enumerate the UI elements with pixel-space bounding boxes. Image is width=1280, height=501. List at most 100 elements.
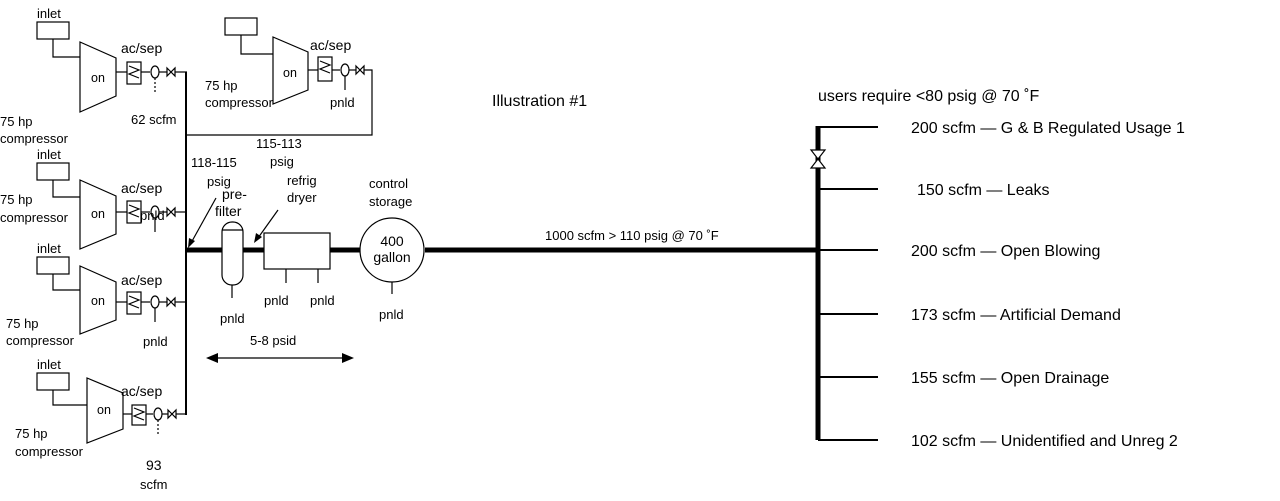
pressure-before-filter-value: 118-115	[191, 155, 237, 170]
prefilter-label-1: pre-	[222, 186, 247, 202]
storage-size-unit: gallon	[373, 249, 410, 265]
header-flow-label: 1000 scfm > 110 psig @ 70 ˚F	[545, 228, 719, 243]
compressor-rating: 75 hp	[205, 78, 238, 93]
prefilter-drain-label: pnld	[220, 311, 245, 326]
separator-label: ac/sep	[121, 383, 162, 399]
inlet-filter-box	[36, 256, 70, 275]
compressor-status: on	[283, 66, 297, 80]
compressor-unit-d: inlet on ac/sep 75 hp compressor pnld	[6, 241, 187, 349]
aftercooler-separator	[126, 61, 142, 85]
compressor-type: compressor	[0, 131, 69, 146]
inlet-filter-box	[36, 162, 70, 181]
inlet-label: inlet	[37, 147, 61, 162]
inlet-label: inlet	[37, 6, 61, 21]
dryer-drain-label-2: pnld	[310, 293, 335, 308]
pressure-pointer-arrow	[257, 209, 279, 239]
isolation-valve	[166, 66, 176, 78]
compressor-body	[79, 265, 117, 335]
compressor-rating: 75 hp	[6, 316, 39, 331]
inlet-filter-box	[224, 17, 258, 36]
users-requirement-note: users require <80 psig @ 70 ˚F	[818, 88, 1039, 105]
inlet-pipe	[52, 390, 87, 406]
dryer-label-2: dryer	[287, 190, 317, 205]
compressor-body	[79, 41, 117, 113]
compressor-rating: 75 hp	[15, 426, 48, 441]
compressor-unit-c: inlet on ac/sep 75 hp compressor pnld	[0, 147, 187, 250]
drain-label: pnld	[330, 95, 355, 110]
branch-label-unidentified: 102 scfm — Unidentified and Unreg 2	[911, 433, 1178, 450]
compressor-unit-b: on ac/sep 75 hp compressor pnld	[185, 17, 373, 136]
compressor-body	[272, 36, 309, 105]
isolation-valve	[355, 64, 365, 76]
storage-label-1: control	[369, 176, 408, 191]
arrowhead	[188, 238, 195, 248]
pressure-before-filter-unit: psig	[207, 174, 231, 189]
inlet-filter-box	[36, 21, 70, 40]
inlet-filter-box	[36, 372, 70, 391]
isolation-valve	[166, 206, 176, 218]
separator-label: ac/sep	[310, 37, 351, 53]
compressor-rating: 75 hp	[0, 114, 33, 129]
pressure-after-filter-unit: psig	[270, 154, 294, 169]
compressor-status: on	[91, 71, 105, 85]
prefilter-label-2: filter	[215, 203, 242, 219]
compressor-type: compressor	[205, 95, 274, 110]
branch-label-open-drainage: 155 scfm — Open Drainage	[911, 370, 1109, 387]
prefilter-body	[221, 221, 244, 286]
discharge-pipe	[185, 69, 373, 136]
aftercooler-separator	[317, 56, 333, 82]
arrowhead	[254, 233, 262, 243]
prefilter: pre- filter pnld	[215, 186, 247, 326]
isolation-valve	[167, 408, 177, 420]
drain-flow-unit: scfm	[140, 477, 167, 492]
separator-label: ac/sep	[121, 40, 162, 56]
inlet-label: inlet	[37, 357, 61, 372]
refrigerated-dryer: refrig dryer pnld pnld	[263, 173, 335, 308]
compressor-unit-e: inlet on ac/sep 75 hp compressor 93 scfm	[15, 357, 187, 492]
arrowhead	[206, 353, 218, 363]
aftercooler-separator	[126, 291, 142, 315]
separator-label: ac/sep	[121, 180, 162, 196]
manifold-valve	[809, 149, 827, 169]
compressor-body	[86, 377, 124, 444]
drain-label: pnld	[140, 208, 165, 223]
arrowhead	[342, 353, 354, 363]
storage-label-2: storage	[369, 194, 412, 209]
separator-label: ac/sep	[121, 272, 162, 288]
inlet-label: inlet	[37, 241, 61, 256]
inlet-pipe	[52, 180, 80, 198]
inlet-pipe	[52, 274, 80, 291]
compressor-type: compressor	[0, 210, 69, 225]
compressor-status: on	[91, 294, 105, 308]
pressure-drop-label: 5-8 psid	[250, 333, 296, 348]
dryer-body	[263, 232, 331, 270]
aftercooler-separator	[126, 200, 142, 224]
control-storage-tank: 400 gallon control storage pnld	[359, 176, 425, 322]
dryer-label-1: refrig	[287, 173, 317, 188]
compressor-type: compressor	[6, 333, 75, 348]
compressor-unit-a: inlet on ac/sep 75 hp compressor 62 scfm	[0, 6, 187, 146]
inlet-pipe	[52, 39, 80, 58]
illustration-title: Illustration #1	[492, 93, 587, 110]
compressor-rating: 75 hp	[0, 192, 33, 207]
branch-label-open-blowing: 200 scfm — Open Blowing	[911, 243, 1100, 260]
pressure-after-filter-value: 115-113	[256, 136, 302, 151]
storage-drain-label: pnld	[379, 307, 404, 322]
compressor-body	[79, 179, 117, 250]
branch-label-leaks: 150 scfm — Leaks	[917, 182, 1050, 199]
drain-flow-label: 62 scfm	[131, 112, 177, 127]
storage-size-value: 400	[380, 233, 404, 249]
dryer-drain-label-1: pnld	[264, 293, 289, 308]
isolation-valve	[166, 296, 176, 308]
drain-label: pnld	[143, 334, 168, 349]
compressor-status: on	[91, 207, 105, 221]
compressor-type: compressor	[15, 444, 84, 459]
inlet-pipe	[240, 35, 273, 55]
pressure-drop-indicator: 5-8 psid	[206, 333, 354, 363]
branch-label-artificial-demand: 173 scfm — Artificial Demand	[911, 307, 1121, 324]
compressor-status: on	[97, 403, 111, 417]
drain-flow-value: 93	[146, 457, 162, 473]
pressure-pointer-arrow	[190, 197, 217, 244]
branch-label-regulated-usage: 200 scfm — G & B Regulated Usage 1	[911, 120, 1185, 137]
